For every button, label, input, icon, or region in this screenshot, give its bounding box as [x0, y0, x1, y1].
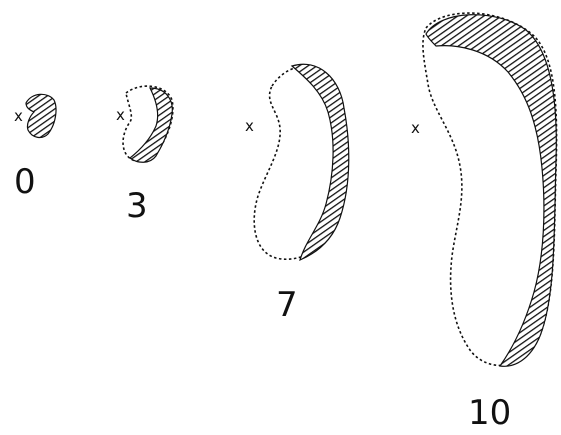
stage-7-label: 7	[276, 285, 298, 325]
stage-3-hatched-region	[130, 88, 172, 162]
stage-10-marker: x	[411, 119, 420, 137]
stage-0-hatched-region	[26, 94, 56, 137]
stage-7-marker: x	[245, 117, 254, 135]
stage-0-group: x 0	[14, 94, 56, 202]
stage-10-label: 10	[468, 393, 511, 433]
stage-10-group: x 10	[411, 13, 557, 433]
stage-3-group: x 3	[116, 86, 173, 226]
stage-10-hatched-region	[426, 15, 556, 367]
stage-3-marker: x	[116, 106, 125, 124]
stage-7-hatched-region	[292, 64, 349, 260]
stage-0-label: 0	[14, 162, 36, 202]
stage-7-group: x 7	[245, 64, 349, 325]
stage-0-marker: x	[14, 107, 23, 125]
stage-3-label: 3	[126, 186, 148, 226]
